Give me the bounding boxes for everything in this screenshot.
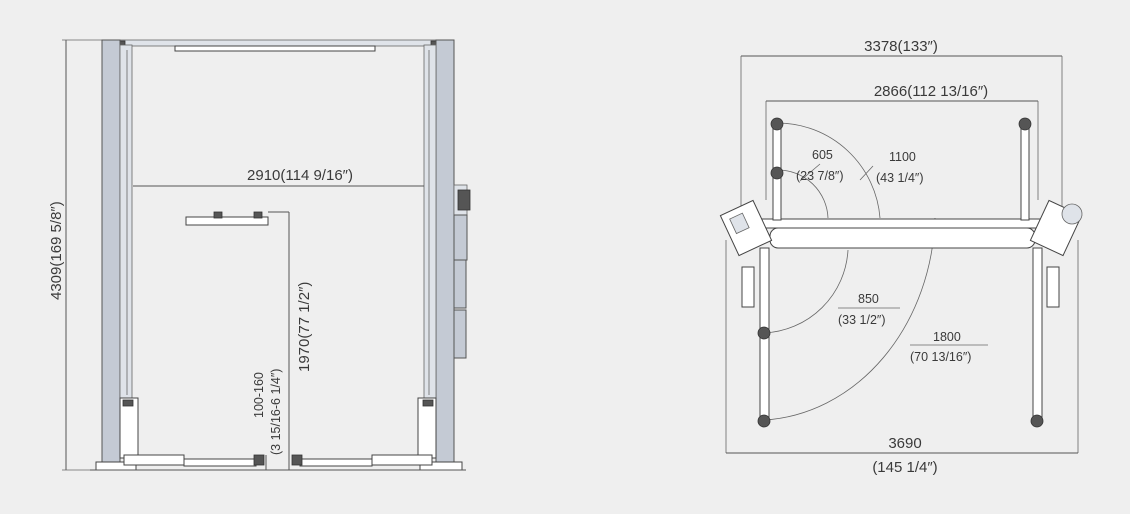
overall-height-label: 4309(169 5/8″) bbox=[48, 201, 65, 300]
right-base-plate-top bbox=[1046, 266, 1060, 308]
short-arm-max-leader bbox=[859, 165, 874, 181]
pad-height-metric-label: 100-160 bbox=[252, 372, 266, 418]
long-arm-min-imperial-label: (33 1/2″) bbox=[838, 313, 886, 327]
left-long-arm-inner-pad-icon bbox=[757, 326, 771, 340]
left-short-arm-inner-pad-icon bbox=[770, 166, 784, 180]
left-carriage-track bbox=[119, 44, 133, 401]
raised-arm-assembly bbox=[185, 216, 269, 226]
right-long-arm bbox=[1032, 247, 1043, 421]
left-column bbox=[101, 39, 121, 471]
left-carriage-lock-icon bbox=[122, 399, 134, 407]
long-arm-max-imperial-label: (70 13/16″) bbox=[910, 350, 971, 364]
left-short-arm-outer-pad-icon bbox=[770, 117, 784, 131]
top-beam-bar bbox=[174, 45, 376, 52]
long-arm-min-arc bbox=[763, 249, 849, 334]
top-view: 3378(133″) 2866(112 13/16″) 605 (23 7/8″… bbox=[719, 38, 1083, 476]
max-lift-height-label: 1970(77 1/2″) bbox=[296, 282, 313, 372]
long-arm-min-metric-label: 850 bbox=[858, 292, 879, 306]
pad-height-imperial-label: (3 15/16-6 1/4″) bbox=[269, 369, 283, 455]
right-long-arm-pad-icon bbox=[1030, 414, 1044, 428]
right-column bbox=[435, 39, 455, 471]
power-unit-box bbox=[453, 214, 468, 261]
main-crossbar bbox=[749, 218, 1051, 229]
short-arm-min-imperial-label: (23 7/8″) bbox=[796, 169, 844, 183]
short-arm-max-imperial-label: (43 1/4″) bbox=[876, 171, 924, 185]
overall-length-metric-label: 3690 bbox=[888, 435, 921, 452]
right-lowered-arm bbox=[299, 458, 373, 467]
short-arm-max-arc bbox=[777, 122, 881, 219]
long-arm-max-arc bbox=[763, 217, 936, 421]
left-lowered-arm bbox=[183, 458, 257, 467]
crossbar-frame bbox=[769, 227, 1036, 249]
right-short-arm-pad-icon bbox=[1018, 117, 1032, 131]
raised-pad-left-icon bbox=[213, 211, 223, 219]
front-view: 4309(169 5/8″) 2910(114 9/16″) 1970 bbox=[48, 39, 471, 471]
left-base-plate-top bbox=[741, 266, 755, 308]
short-arm-min-arc bbox=[777, 169, 829, 219]
right-carriage-track bbox=[423, 44, 437, 401]
right-lowered-pad-icon bbox=[291, 454, 303, 466]
top-beam bbox=[119, 39, 437, 47]
raised-pad-right-icon bbox=[253, 211, 263, 219]
right-short-arm bbox=[1020, 124, 1030, 221]
short-arm-min-leader bbox=[799, 163, 821, 182]
column-spacing-label: 2866(112 13/16″) bbox=[874, 83, 988, 100]
right-lowered-arm-base bbox=[371, 454, 433, 466]
left-lowered-pad-icon bbox=[253, 454, 265, 466]
short-arm-min-metric-label: 605 bbox=[812, 148, 833, 162]
left-long-arm-outer-pad-icon bbox=[757, 414, 771, 428]
left-carriage bbox=[119, 397, 139, 459]
left-column-hub bbox=[729, 212, 750, 235]
motor-top-icon bbox=[1061, 203, 1083, 225]
inner-width-label: 2910(114 9/16″) bbox=[247, 167, 353, 184]
overall-width-label: 3378(133″) bbox=[864, 38, 938, 55]
hydraulic-tank bbox=[453, 259, 467, 309]
long-arm-max-metric-label: 1800 bbox=[933, 330, 961, 344]
left-lowered-arm-base bbox=[123, 454, 185, 466]
right-carriage-lock-icon bbox=[422, 399, 434, 407]
short-arm-max-metric-label: 1100 bbox=[889, 150, 916, 164]
control-box bbox=[453, 309, 467, 359]
motor-icon bbox=[457, 189, 471, 211]
overall-length-imperial-label: (145 1/4″) bbox=[872, 459, 937, 476]
right-carriage bbox=[417, 397, 437, 459]
